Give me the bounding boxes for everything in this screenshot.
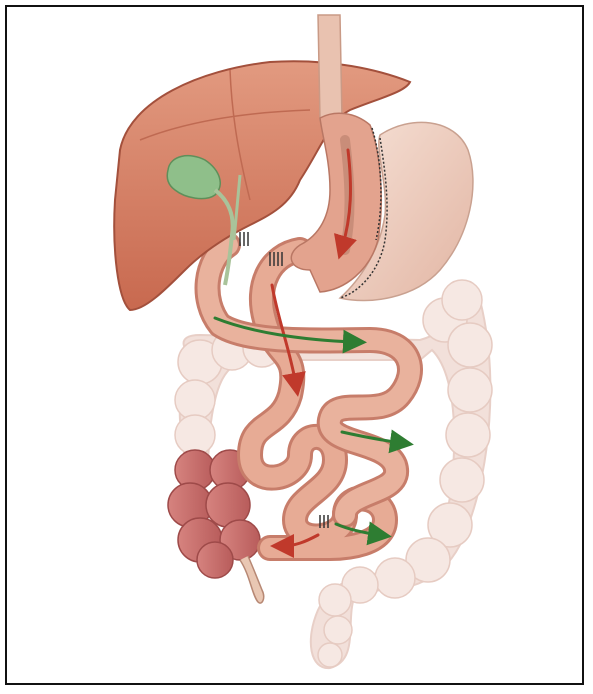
appendix bbox=[240, 556, 264, 603]
esophagus bbox=[318, 15, 342, 120]
